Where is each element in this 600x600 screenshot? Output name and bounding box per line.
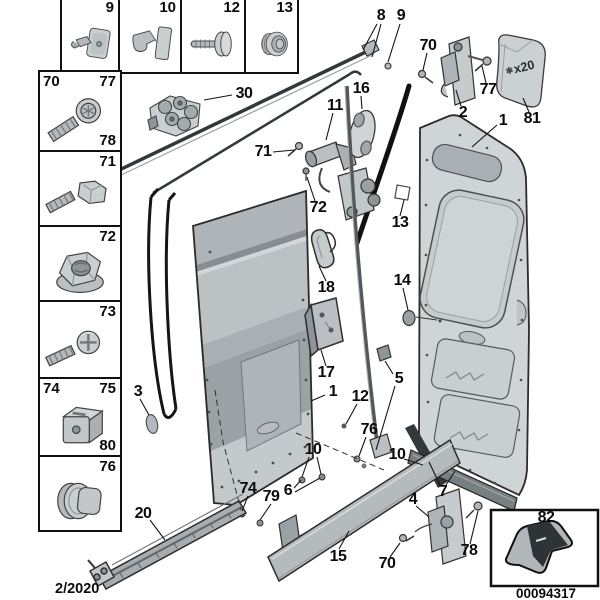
callout-70: 70: [378, 555, 396, 572]
callout-10: 10: [388, 446, 406, 463]
outer-trim-panel: [267, 438, 461, 583]
tag-13: [394, 184, 411, 201]
callout-11: 11: [327, 97, 343, 114]
callout-18: 18: [317, 279, 335, 296]
cover-part: [496, 34, 546, 108]
angled-clip-icon: [132, 26, 172, 61]
callout-7: 7: [438, 483, 448, 500]
callout-81: 81: [523, 110, 541, 127]
callout-6: 6: [283, 482, 293, 499]
square-pad-clip-icon: [70, 27, 111, 59]
legend-num: 80: [99, 437, 116, 454]
legend-num: 76: [99, 458, 116, 475]
lower-hinge: [398, 488, 483, 565]
callout-79: 79: [262, 488, 280, 505]
bolt-72: [302, 167, 310, 175]
latch-bracket: [304, 297, 344, 358]
pad-3: [145, 414, 159, 434]
plug-14: [402, 309, 442, 327]
legend-box-72: 72: [38, 225, 122, 302]
legend-num: 75: [99, 380, 116, 397]
lock-cluster: [147, 95, 201, 137]
legend-box-9: 9: [60, 0, 120, 74]
rivet-pin-icon: [190, 31, 232, 57]
door-inner-panel: [405, 114, 530, 497]
legend-box-73: 73: [38, 300, 122, 379]
legend-box-13: 13: [244, 0, 299, 74]
clip-6a: [298, 476, 306, 484]
revision-date: 2/2020: [55, 581, 100, 597]
sheet-number: 00094317: [515, 586, 577, 600]
legend-box-74-75-80: 74 75 80: [38, 377, 122, 457]
legend-num: 9: [105, 0, 114, 16]
callout-82: 82: [537, 509, 555, 526]
clip-79: [256, 519, 264, 527]
callout-8: 8: [376, 7, 386, 24]
screw-70-bottom: [398, 533, 408, 543]
torx-screw-icon: [47, 98, 102, 143]
legend-num: 78: [99, 132, 116, 149]
legend-num: 10: [159, 0, 176, 16]
hex-bolt-icon: [45, 180, 107, 214]
legend-box-12: 12: [180, 0, 246, 74]
inset-box: [489, 508, 600, 588]
clip-12: [341, 423, 347, 429]
callout-1: 1: [498, 112, 508, 129]
callout-3: 3: [133, 383, 143, 400]
legend-num: 74: [43, 380, 60, 397]
block-bumper-icon: [61, 406, 104, 444]
clip-76: [353, 455, 361, 463]
phillips-screw-icon: [44, 330, 101, 367]
legend-box-70-77-78: 70 77 78: [38, 70, 122, 152]
callout-13: 13: [391, 214, 409, 231]
center-seal: [341, 85, 393, 469]
callout-4: 4: [408, 491, 418, 508]
legend-num: 72: [99, 228, 116, 245]
legend-num: 12: [223, 0, 240, 16]
screw-71: [294, 141, 304, 151]
lower-guide-rail: [87, 493, 248, 591]
upper-hinge: [354, 36, 492, 246]
legend-num: 70: [43, 73, 60, 90]
legend-num: 71: [99, 153, 116, 170]
leader-lines: [139, 23, 530, 558]
callout-12: 12: [351, 388, 369, 405]
callout-15: 15: [329, 548, 347, 565]
legend-box-76: 76: [38, 455, 122, 532]
legend-num: 77: [99, 73, 116, 90]
callout-16: 16: [352, 80, 370, 97]
callout-71: 71: [254, 143, 272, 160]
grommet-icon: [261, 31, 288, 57]
door-aperture-seal: [147, 188, 178, 419]
screw-78: [473, 501, 483, 511]
callout-30: 30: [235, 85, 253, 102]
callout-2: 2: [458, 104, 468, 121]
callout-17: 17: [317, 364, 335, 381]
clip-6b: [318, 473, 326, 481]
callout-70: 70: [419, 37, 437, 54]
callout-10: 10: [304, 441, 322, 458]
callout-20: 20: [134, 505, 152, 522]
round-bumper-icon: [57, 482, 102, 520]
alignment-dash-lines: [214, 389, 385, 511]
callout-9: 9: [396, 7, 406, 24]
legend-num: 13: [276, 0, 293, 16]
callout-14: 14: [393, 272, 411, 289]
check-hook: [310, 228, 337, 269]
callout-76: 76: [360, 421, 378, 438]
callout-77: 77: [479, 81, 497, 98]
callout-72: 72: [309, 199, 327, 216]
legend-num: 73: [99, 303, 116, 320]
flange-nut-icon: [56, 251, 104, 293]
callout-5: 5: [394, 370, 404, 387]
callout-74: 74: [239, 480, 257, 497]
legend-box-71: 71: [38, 150, 122, 227]
sliding-door-outer-panel: [192, 189, 314, 506]
callout-1: 1: [328, 383, 338, 400]
legend-box-10: 10: [118, 0, 182, 74]
callout-78: 78: [460, 542, 478, 559]
